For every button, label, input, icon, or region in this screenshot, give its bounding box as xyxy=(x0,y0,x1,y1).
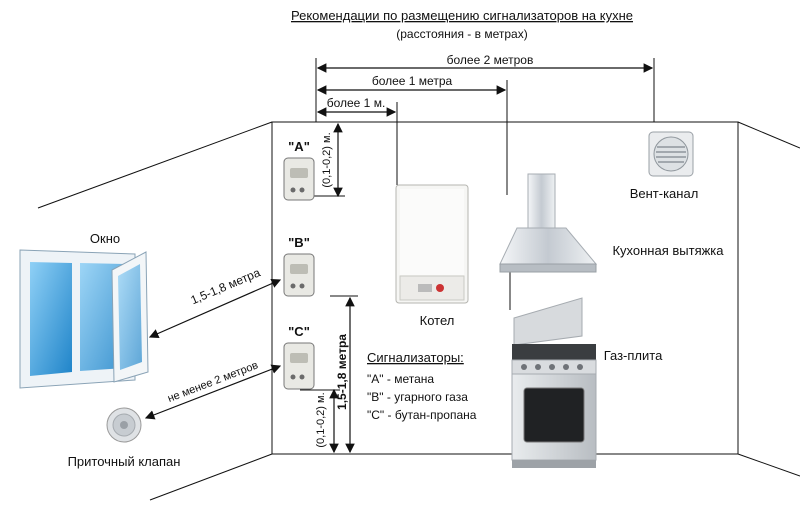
sensor-c-label: "C" xyxy=(288,324,310,339)
sensor-b-label: "B" xyxy=(288,235,310,250)
valve-distance-label: не менее 2 метров xyxy=(166,359,260,405)
diagram-subtitle: (расстояния - в метрах) xyxy=(396,27,527,41)
window-label: Окно xyxy=(90,231,120,246)
valve-distance-arrow xyxy=(144,364,282,420)
legend-item-a: "A" - метана xyxy=(367,372,434,386)
sensor-c: "C" xyxy=(283,324,315,390)
inlet-valve: Приточный клапан xyxy=(68,407,181,469)
boiler: Котел xyxy=(395,184,469,328)
boiler-label: Котел xyxy=(420,313,455,328)
sensor-b: "B" xyxy=(283,235,315,297)
diagram-title: Рекомендации по размещению сигнализаторо… xyxy=(291,8,633,23)
stove-label: Газ-плита xyxy=(604,348,663,363)
kitchen-hood: Кухонная вытяжка xyxy=(499,173,724,273)
window-distance-label: 1,5-1,8 метра xyxy=(189,265,263,307)
legend-item-c: "C" - бутан-пропана xyxy=(367,408,477,422)
room-walls xyxy=(37,121,800,501)
sensor-a-label: "A" xyxy=(288,139,310,154)
legend-title: Сигнализаторы: xyxy=(367,350,464,365)
legend: Сигнализаторы: "A" - метана "B" - угарно… xyxy=(367,350,477,422)
height-label: 1,5-1,8 метра xyxy=(335,334,349,410)
top-gap-label: (0,1-0,2) м. xyxy=(321,132,333,187)
hood-label: Кухонная вытяжка xyxy=(612,243,724,258)
horizontal-dimensions xyxy=(316,63,654,117)
legend-item-b: "B" - угарного газа xyxy=(367,390,468,404)
window: Окно xyxy=(19,231,149,389)
window-distance-arrow xyxy=(148,278,282,339)
vent-label: Вент-канал xyxy=(630,186,699,201)
dim-more-2m: более 2 метров xyxy=(447,53,534,67)
bottom-gap-label: (0,1-0,2) м. xyxy=(315,392,327,447)
inlet-valve-label: Приточный клапан xyxy=(68,454,181,469)
dim-more-1m-short: более 1 м. xyxy=(327,96,386,110)
vent: Вент-канал xyxy=(630,131,699,201)
gas-stove: Газ-плита xyxy=(511,297,663,468)
sensor-a: "A" xyxy=(283,139,315,201)
dim-more-1m: более 1 метра xyxy=(372,74,453,88)
